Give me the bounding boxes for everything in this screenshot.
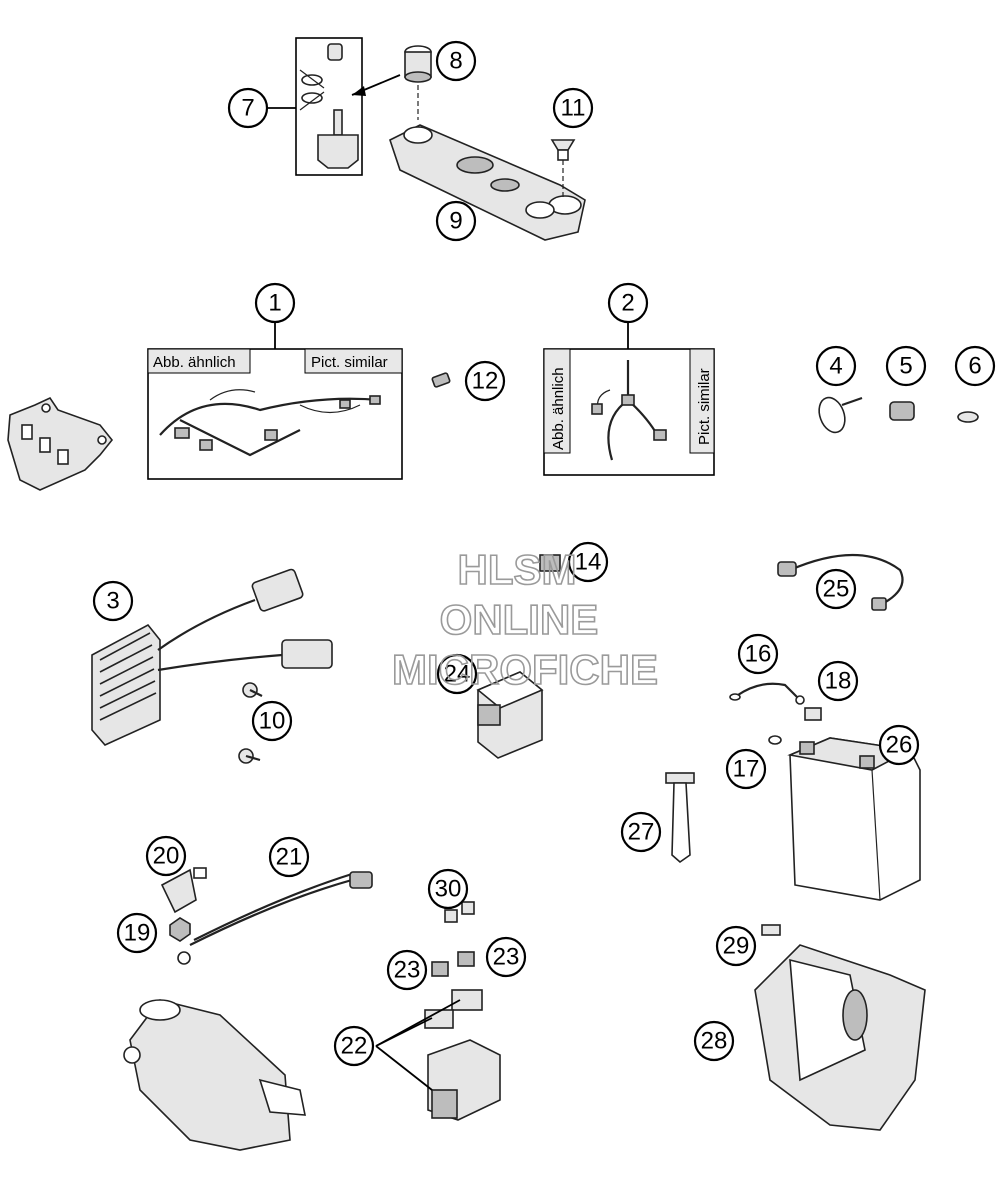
- svg-text:17: 17: [733, 756, 760, 783]
- svg-text:6: 6: [968, 353, 981, 380]
- starter-motor: [123, 999, 306, 1151]
- lock-insert: [404, 45, 432, 83]
- callout-7: 7: [227, 87, 269, 129]
- harness-label-en: Pict. similar: [311, 354, 388, 371]
- svg-text:20: 20: [153, 843, 180, 870]
- screw-b: [238, 748, 261, 764]
- svg-text:4: 4: [829, 353, 842, 380]
- callout-29: 29: [715, 925, 757, 967]
- svg-text:11: 11: [561, 95, 586, 122]
- svg-text:29: 29: [723, 933, 750, 960]
- fuse-b: [457, 951, 475, 967]
- callout-2: 2: [607, 282, 649, 324]
- callout-21: 21: [268, 836, 310, 878]
- svg-text:24: 24: [444, 661, 471, 688]
- svg-text:12: 12: [472, 368, 499, 395]
- svg-text:21: 21: [276, 844, 303, 871]
- cap-plug: [550, 139, 576, 161]
- callout-18: 18: [817, 660, 859, 702]
- svg-text:22: 22: [341, 1033, 368, 1060]
- callout-23-right: 23: [485, 936, 527, 978]
- svg-text:8: 8: [449, 48, 462, 75]
- callout-14: 14: [567, 541, 609, 583]
- fuse-a: [431, 961, 449, 977]
- callout-11: 11: [552, 87, 594, 129]
- voltage-regulator: [91, 568, 333, 746]
- callout-12: 12: [464, 360, 506, 402]
- harness-label-de: Abb. ähnlich: [153, 354, 236, 371]
- harness-bracket: [7, 396, 114, 491]
- svg-text:1: 1: [268, 290, 281, 317]
- callout-30: 30: [427, 868, 469, 910]
- svg-text:14: 14: [575, 549, 602, 576]
- callout-22: 22: [333, 1025, 375, 1067]
- svg-text:9: 9: [449, 208, 462, 235]
- callout-17: 17: [725, 748, 767, 790]
- fuse-screws: [444, 901, 475, 923]
- screw-a: [242, 682, 263, 698]
- callout-26: 26: [878, 724, 920, 766]
- callout-10: 10: [251, 700, 293, 742]
- watermark-line-2: ONLINE: [440, 596, 599, 643]
- starter-relay-block: [476, 671, 544, 759]
- callout-9: 9: [435, 200, 477, 242]
- watermark-line-3: MICROFICHE: [392, 646, 658, 693]
- triple-clamp: [389, 124, 586, 241]
- callout-28: 28: [693, 1020, 735, 1062]
- callout-3: 3: [92, 580, 134, 622]
- sub-harness-label-en: Pict. similar: [696, 368, 713, 445]
- callout-19: 19: [116, 912, 158, 954]
- callout-8: 8: [435, 40, 477, 82]
- svg-text:23: 23: [394, 957, 421, 984]
- callout-1: 1: [254, 282, 296, 324]
- cable-tie: [818, 396, 863, 434]
- svg-text:7: 7: [241, 95, 254, 122]
- svg-text:3: 3: [106, 588, 119, 615]
- ground-cable: [729, 682, 805, 705]
- battery-screw: [804, 707, 822, 721]
- watermark: HLSM ONLINE MICROFICHE: [391, 545, 659, 694]
- svg-text:2: 2: [621, 290, 634, 317]
- svg-text:26: 26: [886, 732, 913, 759]
- svg-text:30: 30: [435, 876, 462, 903]
- callout-4: 4: [815, 345, 857, 387]
- starter-cap: [160, 867, 207, 914]
- wiring-harness-box: Abb. ähnlich Pict. similar: [147, 348, 403, 480]
- relay-assembly: [424, 989, 501, 1121]
- starter-cable: [177, 871, 373, 965]
- hose-clip: [957, 411, 979, 423]
- callout-24: 24: [436, 653, 478, 695]
- svg-text:10: 10: [259, 708, 286, 735]
- svg-text:19: 19: [124, 920, 151, 947]
- ignition-lock-detail-box: [295, 37, 363, 176]
- callout-25: 25: [815, 568, 857, 610]
- battery-cable: [777, 554, 904, 611]
- svg-text:25: 25: [823, 576, 850, 603]
- cable-clip: [889, 401, 915, 421]
- sub-harness-label-de: Abb. ähnlich: [550, 367, 567, 450]
- svg-text:18: 18: [825, 668, 852, 695]
- fuse-puller: [665, 772, 695, 864]
- bulb: [431, 372, 451, 388]
- callout-23-left: 23: [386, 949, 428, 991]
- svg-text:16: 16: [745, 641, 772, 668]
- svg-text:27: 27: [628, 819, 655, 846]
- svg-text:23: 23: [493, 944, 520, 971]
- callout-27: 27: [620, 811, 662, 853]
- clip-nut: [539, 554, 561, 572]
- callout-16: 16: [737, 633, 779, 675]
- sub-harness-box: Abb. ähnlich Pict. similar: [543, 348, 715, 476]
- watermark-line-1: HLSM: [458, 546, 577, 593]
- starter-nut: [169, 917, 191, 942]
- callout-20: 20: [145, 835, 187, 877]
- battery-holder: [754, 944, 926, 1131]
- battery-washer: [768, 735, 782, 745]
- svg-text:5: 5: [899, 353, 912, 380]
- callout-5: 5: [885, 345, 927, 387]
- battery-holder-screw: [761, 924, 781, 936]
- callout-6: 6: [954, 345, 996, 387]
- svg-text:28: 28: [701, 1028, 728, 1055]
